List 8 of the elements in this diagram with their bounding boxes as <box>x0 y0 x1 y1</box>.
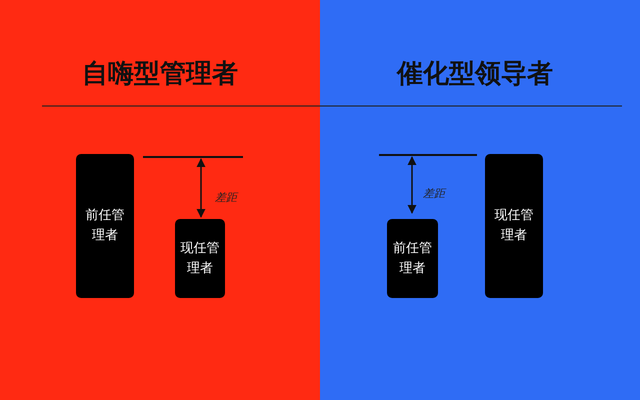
bar-box: 前任管理者 <box>387 219 438 298</box>
bar-box: 现任管理者 <box>485 154 543 298</box>
panel-heading: 自嗨型管理者 <box>82 58 238 91</box>
bar-box: 现任管理者 <box>175 219 225 298</box>
gap-label: 差距 <box>423 186 445 201</box>
bar-box: 前任管理者 <box>76 154 134 298</box>
gap-label: 差距 <box>215 190 237 205</box>
panel-heading: 催化型领导者 <box>397 58 553 91</box>
